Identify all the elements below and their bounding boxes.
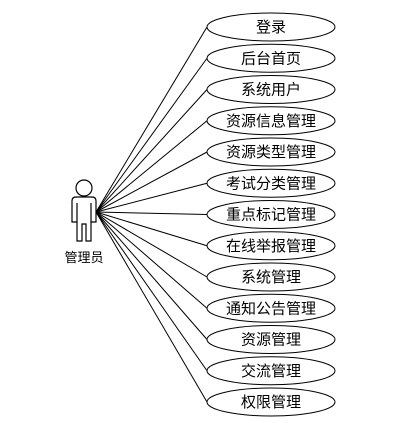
use-case: 后台首页 <box>206 43 336 73</box>
actor-body <box>71 196 97 242</box>
use-case-label: 后台首页 <box>241 49 301 67</box>
actor-head <box>75 179 93 197</box>
association-line <box>95 57 208 213</box>
association-line <box>95 211 208 278</box>
use-case-oval <box>206 356 336 386</box>
use-case: 重点标记管理 <box>206 200 336 229</box>
actor-label: 管理员 <box>64 251 103 266</box>
use-case-label: 资源类型管理 <box>226 143 316 161</box>
use-case-oval <box>206 12 336 42</box>
use-case-label: 资源管理 <box>241 331 301 349</box>
association-line <box>95 151 208 213</box>
use-case-oval <box>206 200 336 229</box>
use-case-oval <box>206 293 336 323</box>
use-case: 资源信息管理 <box>206 106 336 136</box>
association-line <box>95 120 208 213</box>
use-case-oval <box>206 262 336 292</box>
association-line <box>95 211 208 403</box>
use-case: 资源管理 <box>206 325 336 354</box>
association-line <box>95 26 208 213</box>
actor-administrator: 管理员 <box>64 179 104 266</box>
use-case-oval <box>206 137 336 167</box>
association-line <box>95 211 208 215</box>
use-case-label: 资源信息管理 <box>226 112 316 130</box>
use-case-oval <box>206 168 336 198</box>
use-case-label: 系统用户 <box>241 81 301 99</box>
use-case-label: 系统管理 <box>241 268 301 286</box>
association-line <box>95 182 208 213</box>
use-case: 在线举报管理 <box>206 231 336 261</box>
actor-arms <box>76 203 92 222</box>
use-case: 系统用户 <box>206 75 336 104</box>
association-line <box>95 89 208 213</box>
use-case-label: 重点标记管理 <box>226 206 316 224</box>
association-line <box>95 211 208 372</box>
use-case: 考试分类管理 <box>206 168 336 198</box>
use-case: 系统管理 <box>206 262 336 292</box>
use-case-label: 交流管理 <box>241 362 301 380</box>
use-case-oval <box>206 43 336 73</box>
use-case-list: 登录后台首页系统用户资源信息管理资源类型管理考试分类管理重点标记管理在线举报管理… <box>206 12 336 417</box>
use-case: 交流管理 <box>206 356 336 386</box>
use-case: 资源类型管理 <box>206 137 336 167</box>
use-case-oval <box>206 387 336 417</box>
use-case-label: 登录 <box>256 18 286 36</box>
use-case-oval <box>206 106 336 136</box>
use-case-oval <box>206 325 336 354</box>
use-case-label: 权限管理 <box>241 393 301 411</box>
use-case-oval <box>206 231 336 261</box>
use-case-oval <box>206 75 336 104</box>
use-case-label: 通知公告管理 <box>226 299 316 317</box>
use-case-label: 考试分类管理 <box>226 174 316 192</box>
association-lines <box>95 26 208 403</box>
use-case: 通知公告管理 <box>206 293 336 323</box>
use-case: 权限管理 <box>206 387 336 417</box>
association-line <box>95 211 208 340</box>
use-case: 登录 <box>206 12 336 42</box>
association-line <box>95 211 208 247</box>
association-line <box>95 211 208 309</box>
use-case-label: 在线举报管理 <box>226 237 316 255</box>
